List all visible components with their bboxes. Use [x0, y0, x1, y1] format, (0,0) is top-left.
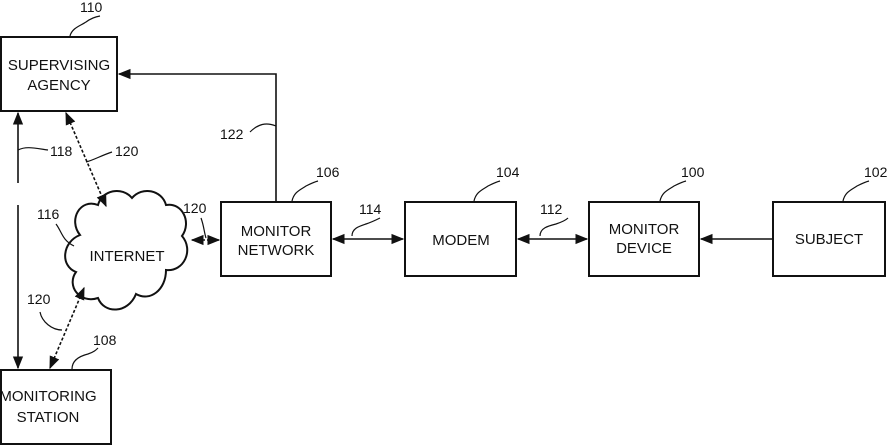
- ref-120b-leader: [40, 312, 62, 330]
- internet-cloud: INTERNET: [65, 191, 187, 310]
- ref-116: 116: [37, 206, 60, 222]
- ref-112-leader: [540, 218, 568, 236]
- monitoring-station-label-1: MONITORING: [0, 388, 97, 405]
- ref-100: 100: [681, 164, 705, 180]
- ref-110: 110: [80, 0, 103, 15]
- ref-118: 118: [50, 143, 73, 159]
- ref-120-internet-network: 120: [183, 200, 207, 216]
- ref-114: 114: [359, 201, 382, 217]
- ref-120-agency-internet: 120: [115, 143, 139, 159]
- subject-label: SUBJECT: [795, 231, 863, 248]
- monitor-device-label-2: DEVICE: [616, 240, 672, 257]
- ref-102-leader: [843, 181, 869, 201]
- ref-108-leader: [72, 348, 98, 369]
- ref-102: 102: [864, 164, 888, 180]
- modem-block: MODEM: [405, 202, 516, 276]
- ref-106: 106: [316, 164, 340, 180]
- ref-104-leader: [474, 181, 500, 201]
- ref-118-leader: [18, 148, 48, 150]
- monitor-network-label-1: MONITOR: [241, 223, 312, 240]
- internet-label: INTERNET: [90, 248, 165, 265]
- monitoring-station-block: MONITORING STATION: [0, 370, 111, 444]
- ref-108: 108: [93, 332, 117, 348]
- supervising-agency-label-2: AGENCY: [27, 77, 90, 94]
- monitor-device-label-1: MONITOR: [609, 221, 680, 238]
- subject-block: SUBJECT: [773, 202, 885, 276]
- agency-internet-link: [66, 113, 106, 206]
- ref-122: 122: [220, 126, 244, 142]
- monitor-device-block: MONITOR DEVICE: [589, 202, 699, 276]
- ref-120-station-internet: 120: [27, 291, 51, 307]
- monitoring-station-label-2: STATION: [17, 409, 80, 426]
- ref-114-leader: [352, 218, 380, 236]
- network-to-agency-arrow: [119, 74, 276, 201]
- modem-label: MODEM: [432, 232, 490, 249]
- ref-120c-leader: [201, 218, 206, 238]
- ref-106-leader: [292, 181, 318, 201]
- station-internet-link: [50, 288, 84, 368]
- monitor-network-block: MONITOR NETWORK: [221, 202, 331, 276]
- ref-120a-leader: [86, 152, 112, 162]
- monitor-network-label-2: NETWORK: [238, 242, 315, 259]
- ref-100-leader: [660, 181, 686, 201]
- supervising-agency-label-1: SUPERVISING: [8, 57, 110, 74]
- ref-104: 104: [496, 164, 520, 180]
- supervising-agency-block: SUPERVISING AGENCY: [1, 37, 117, 111]
- ref-122-leader: [250, 124, 276, 132]
- ref-112: 112: [540, 201, 563, 217]
- ref-110-leader: [70, 16, 100, 36]
